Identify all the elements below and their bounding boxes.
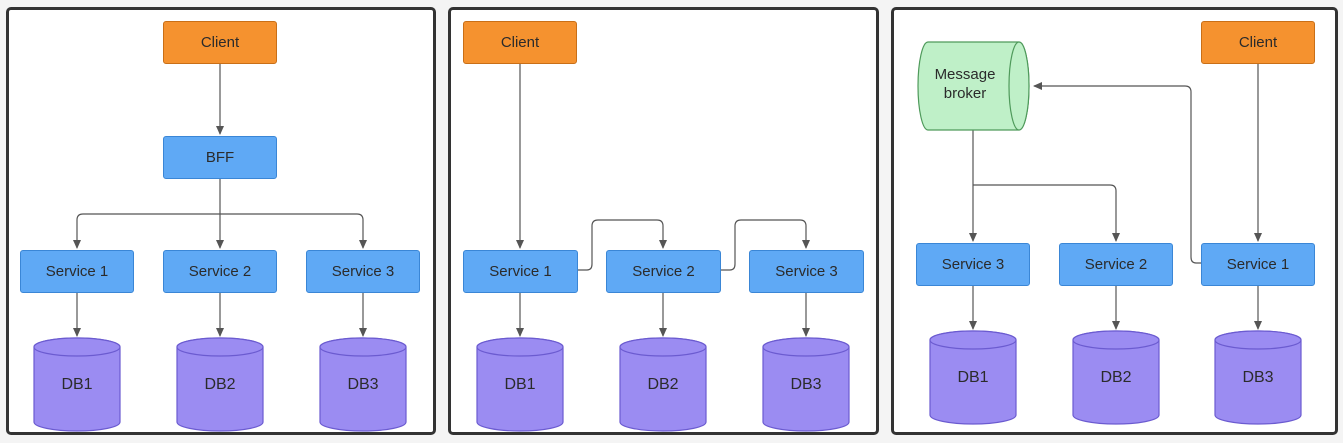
service-box: Service 1 <box>1201 243 1315 286</box>
edge-broker-service2 <box>973 184 1120 242</box>
bff-box: BFF <box>163 136 277 179</box>
database-label: DB2 <box>1100 369 1132 386</box>
service-box: Service 3 <box>306 250 420 293</box>
service-box: Service 2 <box>163 250 277 293</box>
database-cylinder <box>762 337 850 432</box>
service-box: Service 1 <box>463 250 578 293</box>
database-label: DB2 <box>647 376 679 393</box>
database-cylinder <box>33 337 121 432</box>
database-cylinder <box>176 337 264 432</box>
database-cylinder <box>476 337 564 432</box>
client-box: Client <box>1201 21 1315 64</box>
database-label: DB3 <box>1242 369 1274 386</box>
database-cylinder <box>619 337 707 432</box>
edge-service1-broker <box>1033 82 1201 264</box>
database-label: DB1 <box>504 376 536 393</box>
database-cylinder <box>1214 330 1302 425</box>
service-box: Service 1 <box>20 250 134 293</box>
client-box: Client <box>463 21 577 64</box>
client-box: Client <box>163 21 277 64</box>
edge-service1-service2 <box>578 219 667 271</box>
service-box: Service 2 <box>606 250 721 293</box>
database-cylinder <box>319 337 407 432</box>
database-label: DB1 <box>61 376 93 393</box>
service-box: Service 3 <box>916 243 1030 286</box>
edge-bff-service3 <box>220 213 367 249</box>
database-label: DB1 <box>957 369 989 386</box>
database-cylinder <box>1072 330 1160 425</box>
service-box: Service 2 <box>1059 243 1173 286</box>
message-broker-shape <box>917 41 1030 131</box>
message-broker-label: Message broker <box>934 66 996 102</box>
database-label: DB3 <box>347 376 379 393</box>
edge-service2-service3 <box>721 219 810 271</box>
database-cylinder <box>929 330 1017 425</box>
database-label: DB2 <box>204 376 236 393</box>
database-label: DB3 <box>790 376 822 393</box>
service-box: Service 3 <box>749 250 864 293</box>
edge-bff-service1 <box>73 213 220 249</box>
